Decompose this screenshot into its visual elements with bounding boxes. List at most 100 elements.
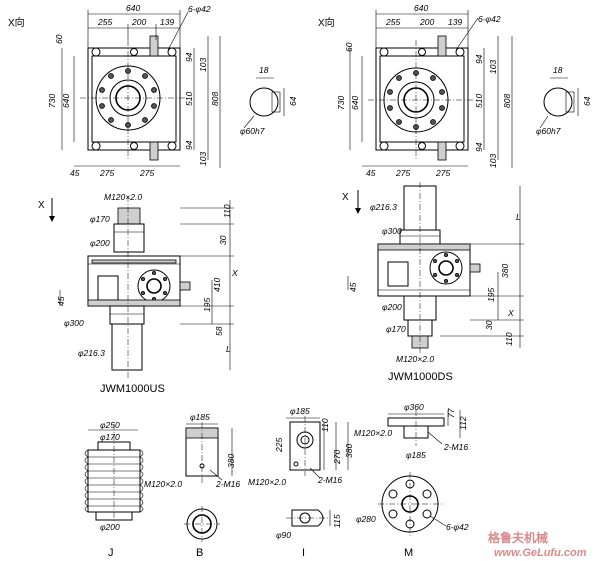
- svg-text:139: 139: [160, 17, 174, 27]
- svg-text:195: 195: [486, 288, 496, 302]
- shaft-end-left: 18 64 φ60h7: [240, 65, 298, 136]
- svg-text:φ200: φ200: [100, 522, 120, 532]
- watermark: 格鲁夫机械 www.GeLufu.com: [488, 530, 587, 559]
- part-i-label: I: [302, 547, 305, 559]
- svg-text:60: 60: [54, 34, 64, 44]
- corner-hole: [167, 47, 177, 57]
- svg-text:64: 64: [288, 96, 298, 106]
- svg-text:275: 275: [395, 168, 410, 178]
- svg-text:640: 640: [350, 96, 360, 110]
- svg-text:φ200: φ200: [382, 302, 402, 312]
- x-view-left: X向 640 255 200 139: [8, 3, 221, 178]
- watermark-cn: 格鲁夫机械: [488, 530, 548, 545]
- svg-text:M120×2.0: M120×2.0: [104, 192, 142, 202]
- svg-text:510: 510: [474, 94, 484, 108]
- svg-text:45: 45: [56, 296, 66, 306]
- svg-text:X: X: [231, 268, 238, 278]
- x-view-left-label: X向: [8, 16, 25, 29]
- svg-text:410: 410: [212, 278, 222, 292]
- svg-text:X: X: [38, 200, 45, 211]
- svg-text:58: 58: [214, 326, 224, 336]
- corner-hole: [91, 47, 101, 57]
- svg-text:195: 195: [202, 298, 212, 312]
- svg-text:45: 45: [70, 168, 80, 178]
- gearbox-body: [377, 243, 471, 297]
- svg-text:30: 30: [484, 320, 494, 330]
- svg-text:18: 18: [553, 65, 563, 75]
- svg-text:φ170: φ170: [386, 324, 406, 334]
- part-j: φ250 φ170 φ200 J: [84, 420, 144, 559]
- svg-text:112: 112: [458, 416, 468, 430]
- svg-text:φ280: φ280: [356, 514, 376, 524]
- part-i: φ185 225 110 270 380 M120×2.0 2-M16 φ90 …: [248, 406, 354, 559]
- svg-text:L: L: [516, 212, 521, 222]
- svg-text:270: 270: [332, 450, 342, 465]
- part-m: φ360 77 112 M120×2.0 2-M16 φ185 φ280 6-φ…: [354, 402, 469, 559]
- svg-text:255: 255: [97, 17, 112, 27]
- svg-text:M120×2.0: M120×2.0: [396, 354, 434, 364]
- us-title: JWM1000US: [100, 383, 165, 395]
- svg-text:φ200: φ200: [90, 238, 110, 248]
- svg-text:103: 103: [198, 58, 208, 72]
- svg-text:φ216.3: φ216.3: [370, 202, 397, 212]
- svg-text:φ185: φ185: [190, 412, 210, 422]
- corner-hole: [130, 142, 138, 150]
- svg-text:X: X: [507, 308, 514, 318]
- svg-text:6-φ42: 6-φ42: [188, 4, 211, 14]
- svg-text:30: 30: [218, 235, 228, 245]
- svg-text:225: 225: [274, 438, 284, 453]
- svg-text:φ170: φ170: [100, 432, 120, 442]
- svg-text:M120×2.0: M120×2.0: [354, 428, 392, 438]
- svg-text:255: 255: [385, 17, 400, 27]
- svg-text:L: L: [226, 344, 231, 354]
- svg-text:380: 380: [500, 264, 510, 278]
- svg-text:φ185: φ185: [406, 450, 426, 460]
- svg-text:6-φ42: 6-φ42: [478, 14, 501, 24]
- svg-text:808: 808: [210, 92, 220, 106]
- svg-text:380: 380: [344, 444, 354, 458]
- svg-text:103: 103: [198, 152, 208, 166]
- x-view-right: X向 640 255 200 139 6-φ42 60 730 6: [318, 3, 513, 178]
- svg-text:275: 275: [435, 168, 450, 178]
- svg-text:2-M16: 2-M16: [317, 475, 342, 485]
- part-b: φ185 380 M120×2.0 2-M16 B: [144, 412, 240, 559]
- svg-text:380: 380: [226, 454, 236, 468]
- svg-text:φ216.3: φ216.3: [78, 348, 105, 358]
- svg-text:2-M16: 2-M16: [215, 479, 240, 489]
- part-b-label: B: [196, 547, 203, 559]
- svg-text:6-φ42: 6-φ42: [446, 522, 469, 532]
- svg-text:94: 94: [474, 142, 484, 152]
- svg-text:φ360: φ360: [404, 402, 424, 412]
- svg-text:139: 139: [448, 17, 462, 27]
- x-view-right-label: X向: [318, 16, 335, 29]
- svg-text:110: 110: [504, 332, 514, 346]
- part-j-label: J: [108, 547, 114, 559]
- svg-text:115: 115: [332, 514, 342, 528]
- svg-text:M120×2.0: M120×2.0: [248, 477, 286, 487]
- protective-tube: [111, 323, 143, 371]
- svg-text:103: 103: [488, 60, 498, 74]
- svg-text:730: 730: [47, 94, 57, 108]
- corner-hole: [91, 141, 101, 151]
- svg-text:94: 94: [474, 54, 484, 64]
- svg-text:200: 200: [419, 17, 434, 27]
- svg-text:77: 77: [446, 408, 456, 418]
- svg-text:275: 275: [139, 168, 154, 178]
- svg-text:45: 45: [348, 282, 358, 292]
- svg-text:2-M16: 2-M16: [443, 442, 468, 452]
- svg-text:60: 60: [344, 42, 354, 52]
- svg-text:200: 200: [131, 17, 146, 27]
- svg-text:640: 640: [414, 3, 428, 13]
- ds-title: JWM1000DS: [388, 371, 453, 383]
- svg-text:φ170: φ170: [90, 214, 110, 224]
- base-plate: [87, 47, 181, 151]
- corner-hole: [167, 141, 177, 151]
- input-shaft: [149, 141, 159, 161]
- svg-text:X: X: [342, 192, 349, 203]
- input-shaft: [149, 35, 159, 57]
- svg-text:φ300: φ300: [64, 318, 84, 328]
- svg-text:640: 640: [126, 3, 140, 13]
- svg-text:φ300: φ300: [382, 226, 402, 236]
- part-m-label: M: [404, 547, 413, 559]
- svg-text:φ60h7: φ60h7: [536, 126, 561, 136]
